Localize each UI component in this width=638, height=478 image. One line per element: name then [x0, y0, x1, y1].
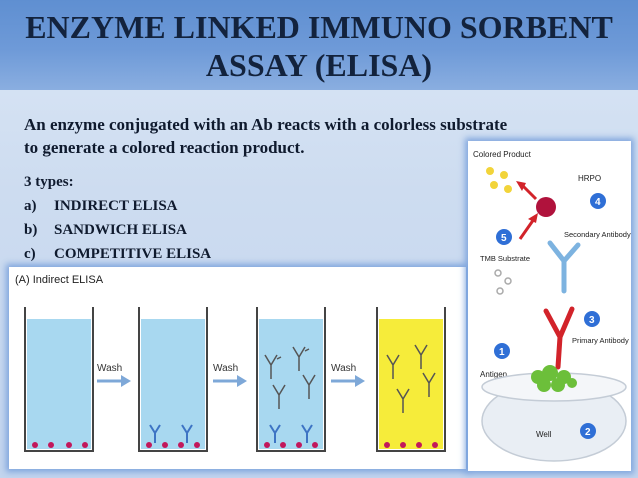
antigen-dots	[384, 442, 438, 448]
types-list: 3 types: a) INDIRECT ELISA b) SANDWICH E…	[24, 170, 211, 266]
well-3	[256, 307, 326, 452]
types-heading: 3 types:	[24, 174, 74, 190]
elisa-schematic-illustration: Colored Product HRPO 4 Secondary Antibod…	[473, 150, 631, 462]
type-item: b) SANDWICH ELISA	[24, 218, 211, 242]
wash-arrow-3: Wash	[331, 363, 365, 387]
step-number: 1	[499, 347, 505, 358]
type-item: c) COMPETITIVE ELISA	[24, 242, 211, 266]
antigen-label: Antigen	[480, 370, 507, 379]
well-label: Well	[536, 430, 552, 439]
title-line-2: ASSAY (ELISA)	[205, 47, 433, 83]
title-line-1: ENZYME LINKED IMMUNO SORBENT	[25, 9, 613, 45]
secondary-antibody-label: Secondary Antibody	[564, 230, 631, 239]
product-arrow-icon	[520, 183, 538, 201]
indirect-elisa-illustration: (A) Indirect ELISA Wash	[15, 274, 446, 452]
type-label: SANDWICH ELISA	[54, 222, 187, 238]
colored-product-dots	[486, 167, 512, 193]
primary-antibodies	[269, 424, 313, 443]
substrate-dots	[494, 269, 512, 295]
antigen-cluster-icon	[531, 365, 577, 392]
primary-antibodies	[149, 424, 193, 443]
wash-arrow-2: Wash	[213, 363, 247, 387]
elisa-schematic-figure: Colored Product HRPO 4 Secondary Antibod…	[468, 141, 631, 471]
substrate-arrow-icon	[518, 218, 536, 240]
well-4	[376, 307, 446, 452]
step-number: 2	[585, 427, 591, 438]
step-4-icon	[590, 193, 606, 209]
wash-label: Wash	[331, 363, 356, 374]
panel-label: (A) Indirect ELISA	[15, 274, 104, 286]
secondary-antibody-icon	[547, 240, 581, 294]
body-text: An enzyme conjugated with an Ab reacts w…	[24, 113, 624, 159]
slide-title: ENZYME LINKED IMMUNO SORBENT ASSAY (ELIS…	[0, 8, 638, 84]
step-3-icon	[584, 311, 600, 327]
well-1	[24, 307, 94, 452]
type-letter: a)	[24, 198, 37, 214]
type-letter: b)	[24, 222, 38, 238]
wash-label: Wash	[97, 363, 122, 374]
wash-arrow-1: Wash	[97, 363, 131, 387]
step-2-icon	[580, 423, 596, 439]
hrpo-label: HRPO	[578, 174, 601, 183]
title-band	[0, 0, 638, 90]
enzyme-icon	[536, 197, 556, 217]
step-1-icon	[494, 343, 510, 359]
type-label: COMPETITIVE ELISA	[54, 246, 212, 262]
antigen-dots	[264, 442, 318, 448]
well-2	[138, 307, 208, 452]
antigen-dots	[32, 442, 88, 448]
wash-label: Wash	[213, 363, 238, 374]
step-number: 4	[595, 197, 601, 208]
step-number: 3	[589, 315, 595, 326]
primary-antibody-icon	[543, 306, 575, 370]
tmb-substrate-label: TMB Substrate	[480, 254, 530, 263]
floating-secondary-antibodies	[386, 344, 436, 413]
body-line-1: An enzyme conjugated with an Ab reacts w…	[24, 115, 508, 134]
indirect-elisa-figure: (A) Indirect ELISA Wash	[9, 267, 466, 469]
type-item: a) INDIRECT ELISA	[24, 194, 211, 218]
antigen-dots	[146, 442, 200, 448]
type-letter: c)	[24, 246, 36, 262]
floating-secondary-antibodies	[264, 346, 316, 409]
step-number: 5	[501, 233, 507, 244]
type-label: INDIRECT ELISA	[54, 198, 178, 214]
colored-product-label: Colored Product	[473, 150, 532, 159]
body-line-2: to generate a colored reaction product.	[24, 138, 305, 157]
step-5-icon	[496, 229, 512, 245]
primary-antibody-label: Primary Antibody	[572, 336, 629, 345]
